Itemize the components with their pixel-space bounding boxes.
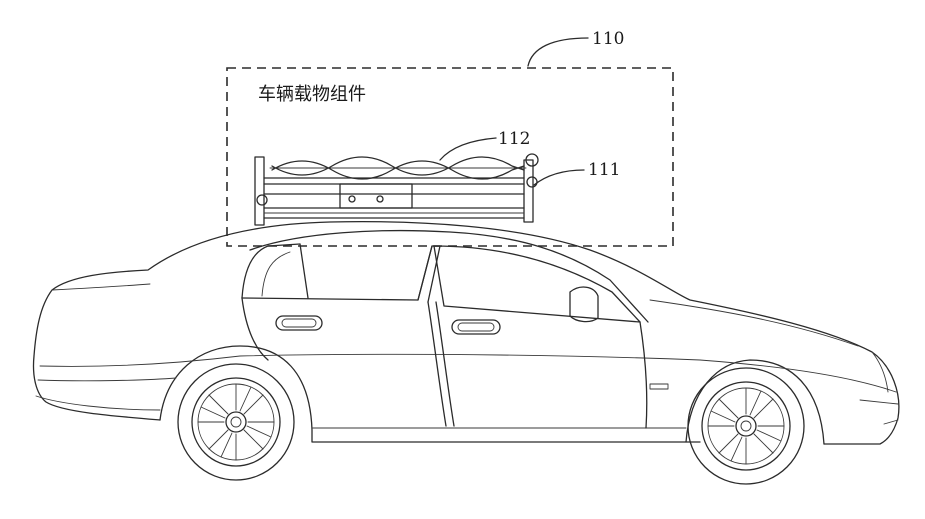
front-wheel xyxy=(688,368,804,484)
ref-label-111: 111 xyxy=(588,160,620,180)
assembly-title: 车辆载物组件 xyxy=(258,84,366,105)
rear-wheel xyxy=(178,364,294,480)
car-cabin xyxy=(242,231,668,428)
ref-label-112: 112 xyxy=(498,129,530,149)
ref-label-110: 110 xyxy=(592,29,624,49)
frame-leader-111 xyxy=(534,170,584,185)
roof-rack xyxy=(255,154,538,225)
car-body xyxy=(34,222,899,444)
assembly-leader-110 xyxy=(528,38,588,66)
